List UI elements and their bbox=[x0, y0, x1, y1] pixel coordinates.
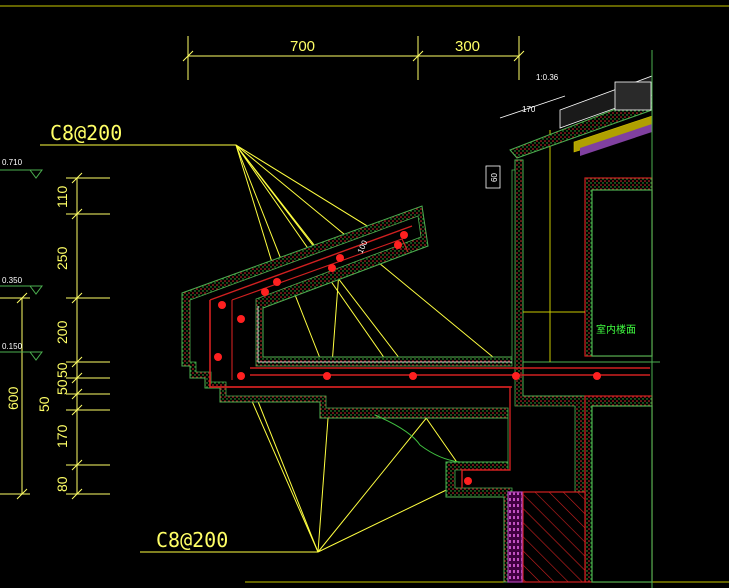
wall-structure bbox=[507, 177, 653, 583]
dim-50-c: 50 bbox=[36, 396, 52, 412]
level-0150: 0.150 bbox=[2, 342, 23, 351]
canopy-section bbox=[181, 159, 650, 583]
dim-50-b: 50 bbox=[54, 379, 70, 395]
dimension-300: 300 bbox=[455, 38, 480, 55]
left-dimension-lines bbox=[0, 172, 110, 500]
rebar-dots bbox=[214, 231, 601, 485]
dim-600: 600 bbox=[5, 386, 21, 410]
callout-bottom-label: C8@200 bbox=[156, 528, 228, 552]
vertical-dimension-texts: 110 250 200 50 50 50 170 80 600 bbox=[5, 185, 70, 492]
roof-slope bbox=[499, 50, 653, 588]
level-0350: 0.350 bbox=[2, 276, 23, 285]
level-0710: 0.710 bbox=[2, 158, 23, 167]
dim-50-a: 50 bbox=[54, 362, 70, 378]
dim-200: 200 bbox=[54, 320, 70, 344]
dim-110: 110 bbox=[54, 185, 70, 208]
dim-60-group bbox=[485, 165, 501, 189]
dimension-700: 700 bbox=[290, 38, 315, 55]
callout-top-label: C8@200 bbox=[50, 121, 122, 145]
break-line bbox=[374, 414, 461, 463]
dim-170: 170 bbox=[54, 424, 70, 448]
dim-170-top: 170 bbox=[522, 105, 536, 114]
callout-leaders bbox=[40, 144, 517, 553]
dim-80: 80 bbox=[54, 476, 70, 492]
level-markers bbox=[0, 169, 43, 361]
dim-250: 250 bbox=[54, 246, 70, 270]
slope-label: 1:0.36 bbox=[536, 73, 559, 82]
room-label: 室内楼面 bbox=[596, 323, 636, 336]
dim-60: 60 bbox=[490, 173, 499, 182]
top-dimension bbox=[182, 36, 525, 80]
